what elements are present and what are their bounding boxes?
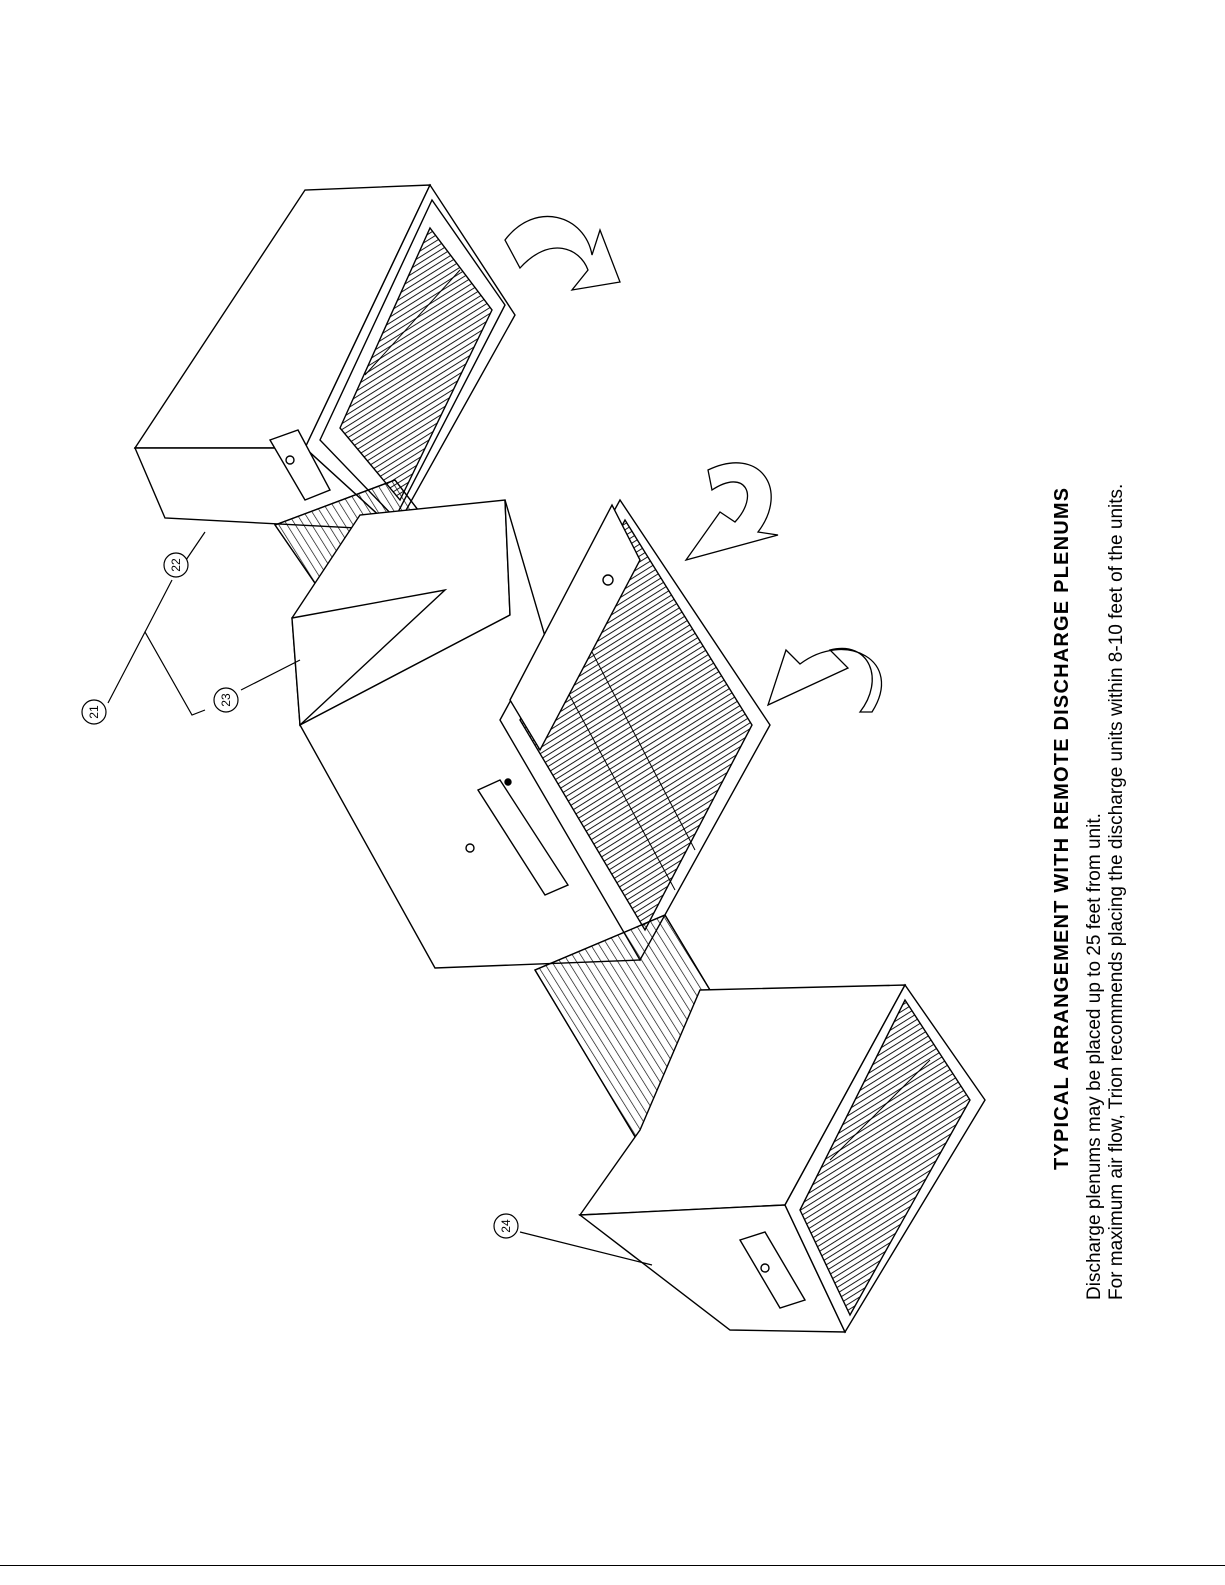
indicator-light: [603, 575, 613, 585]
callout-23: 23: [214, 688, 238, 712]
bottom-rule: [0, 1565, 1225, 1566]
main-air-cleaner-unit: [292, 500, 770, 968]
callout-22-label: 22: [169, 558, 183, 572]
caption-title: TYPICAL ARRANGEMENT WITH REMOTE DISCHARG…: [1048, 300, 1076, 1170]
callout-24: 24: [494, 1214, 518, 1238]
callout-24-label: 24: [499, 1219, 513, 1233]
top-discharge-plenum: [135, 185, 515, 530]
caption-line-2: For maximum air flow, Trion recommends p…: [1106, 300, 1128, 1300]
airflow-arrow-middle: [686, 463, 778, 560]
caption-line-1: Discharge plenums may be placed up to 25…: [1084, 300, 1106, 1300]
callout-22: 22: [164, 553, 188, 577]
airflow-arrow-top: [505, 216, 620, 290]
callout-23-label: 23: [219, 693, 233, 707]
callout-21: 21: [82, 700, 106, 724]
callout-21-label: 21: [87, 705, 101, 719]
airflow-arrow-lower: [768, 648, 882, 712]
caption-block: TYPICAL ARRANGEMENT WITH REMOTE DISCHARG…: [1048, 300, 1128, 1300]
